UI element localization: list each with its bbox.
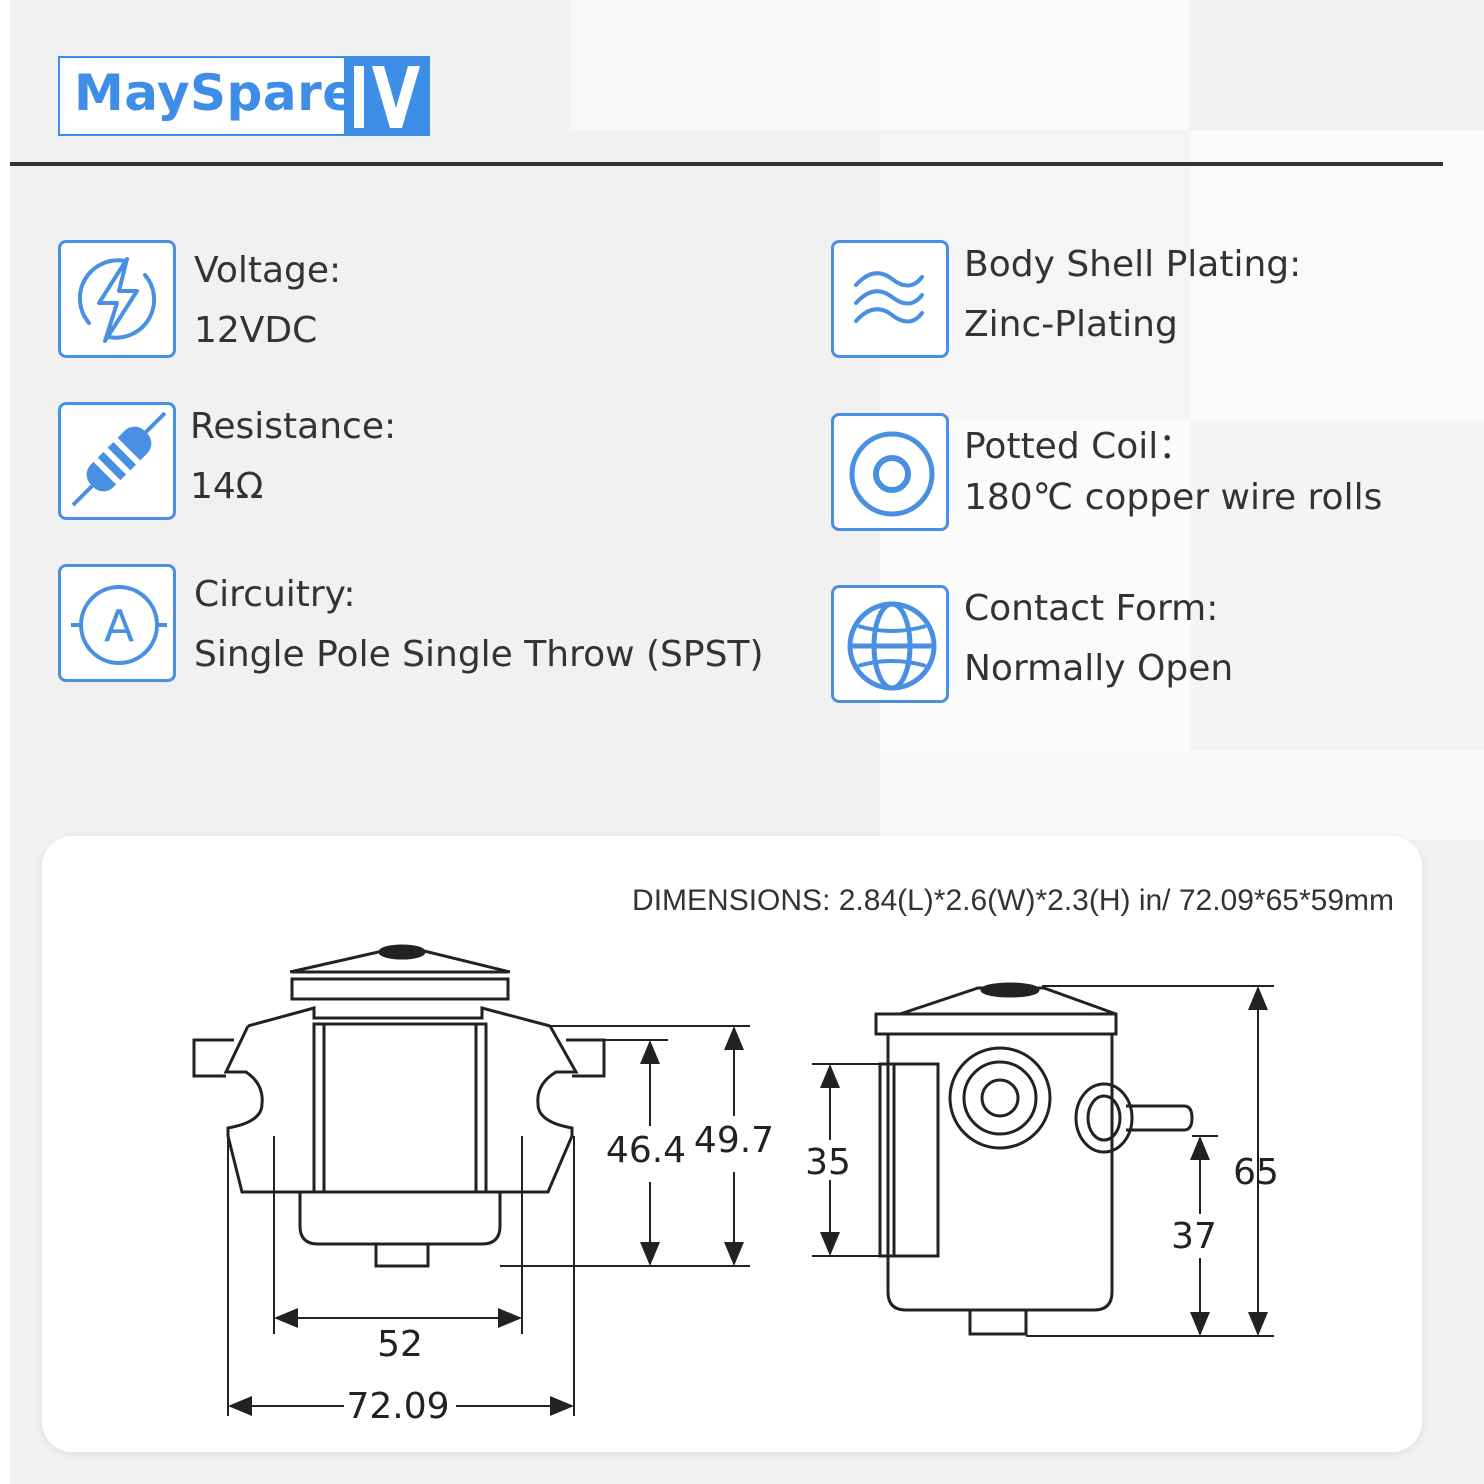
side-total-height-label: 65 [1233,1152,1279,1193]
feature-label: Voltage: [194,250,342,291]
side-body-height-label: 35 [805,1142,851,1183]
front-height-outer-label: 49.7 [694,1120,774,1161]
side-terminal-height-label: 37 [1171,1216,1217,1257]
lightning-icon [58,240,176,358]
feature-label: Potted Coil： [964,426,1195,467]
feature-label: Circuitry: [194,574,356,615]
waves-icon [831,240,949,358]
feature-value: Single Pole Single Throw (SPST) [194,634,764,675]
feature-value: 180℃ copper wire rolls [964,477,1383,518]
svg-text:A: A [104,601,134,652]
feature-label: Body Shell Plating: [964,244,1302,285]
ammeter-icon: A [58,564,176,682]
feature-value: Zinc-Plating [964,304,1178,345]
brand-logo: MaySpare [58,56,430,136]
side-view-drawing [874,982,1194,1336]
feature-label: Contact Form: [964,588,1219,629]
feature-value: Normally Open [964,648,1234,689]
front-width-outer-label: 72.09 [346,1386,449,1427]
globe-icon [831,585,949,703]
brand-name: MaySpare [74,64,357,122]
coil-icon [831,413,949,531]
front-width-inner-label: 52 [377,1324,423,1365]
front-view-drawing [192,944,606,1268]
front-dimension-lines [227,1025,750,1416]
technical-drawing: 46.4 49.7 52 72.09 35 37 65 [192,944,1279,1427]
dimensions-panel: DIMENSIONS: 2.84(L)*2.6(W)*2.3(H) in/ 72… [42,836,1422,1452]
brand-mark-icon [344,56,430,136]
feature-value: 12VDC [194,310,318,351]
header-divider [10,162,1443,166]
resistor-icon [58,402,176,520]
front-height-inner-label: 46.4 [606,1130,686,1171]
dimensions-caption: DIMENSIONS: 2.84(L)*2.6(W)*2.3(H) in/ 72… [632,884,1394,917]
feature-label: Resistance: [190,406,397,447]
feature-value: 14Ω [190,466,264,507]
